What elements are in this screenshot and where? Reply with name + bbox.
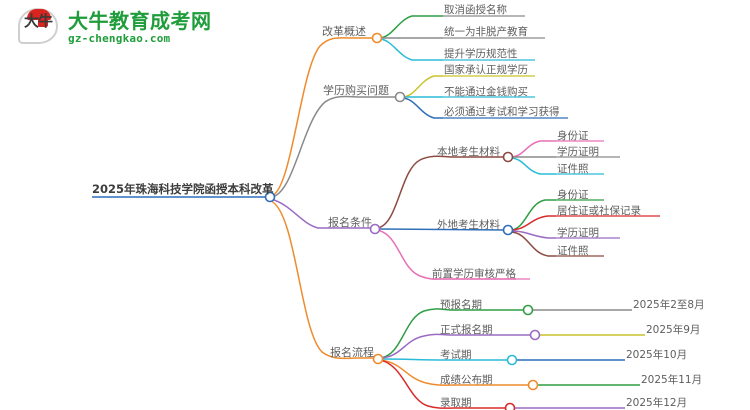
edge-xueli-to-guojia xyxy=(401,75,443,98)
leaf-label-bendi-xuelizhengming[interactable]: 学历证明 xyxy=(557,146,599,158)
edge-root-to-xuelidgoumai xyxy=(270,95,399,198)
edge-liucheng-to-chengji xyxy=(379,359,531,386)
site-logo[interactable]: 大牛 大牛教育成考网 gz-chengkao.com xyxy=(18,6,212,48)
logo-title: 大牛教育成考网 xyxy=(68,8,212,33)
node-circle-bendikaosheng[interactable] xyxy=(502,151,514,163)
node-circle-waidikaosheng[interactable] xyxy=(502,224,514,236)
leaf-label-bendi-shenfenzheng[interactable]: 身份证 xyxy=(557,130,589,142)
leaf-label-tisheng-xueli-guifan[interactable]: 提升学历规范性 xyxy=(444,48,518,60)
leaf-label-waidi-juzhuzheng[interactable]: 居住证或社保记录 xyxy=(557,205,641,217)
edge-tiaojian-to-bendi xyxy=(376,155,506,229)
node-circle-luqu[interactable] xyxy=(504,402,516,410)
leaf-label-bu-neng-goumai[interactable]: 不能通过金钱购买 xyxy=(444,86,528,98)
branch-label-luquqi[interactable]: 录取期 xyxy=(440,397,472,409)
edge-xueli-to-bixu xyxy=(401,97,443,119)
node-circle-root[interactable] xyxy=(264,191,276,203)
edge-liucheng-to-zhengshibaoming xyxy=(379,333,533,359)
logo-mark-char: 大牛 xyxy=(23,12,53,30)
leaf-label-tongyi-fei-tuochan[interactable]: 统一为非脱产教育 xyxy=(444,26,528,38)
branch-label-chengjigongbuqi[interactable]: 成绩公布期 xyxy=(440,374,493,386)
root-node-label[interactable]: 2025年珠海科技学院函授本科改革 xyxy=(92,182,274,196)
node-circle-baomingliucheng[interactable] xyxy=(372,353,384,365)
leaf-label-bixu-kaoshi[interactable]: 必须通过考试和学习获得 xyxy=(444,106,560,118)
edge-root-to-baomingtiaojian xyxy=(270,198,374,229)
logo-mark-icon: 大牛 xyxy=(18,6,62,48)
branch-label-kaoshiqi[interactable]: 考试期 xyxy=(440,349,472,361)
branch-label-zhengshibaomingqi[interactable]: 正式报名期 xyxy=(440,324,493,336)
leaf-label-bendi-zhengjianzhao[interactable]: 证件照 xyxy=(557,163,589,175)
node-circle-baomingtiaojian[interactable] xyxy=(369,223,381,235)
branch-label-baomingtiaojian[interactable]: 报名条件 xyxy=(328,216,372,229)
branch-label-gaigegaishu[interactable]: 改革概述 xyxy=(322,25,366,38)
leaf-label-chengji-date[interactable]: 2025年11月 xyxy=(641,374,703,386)
edge-waidi-to-zhengjianzhao xyxy=(509,231,556,257)
node-circle-kaoshiqi[interactable] xyxy=(506,354,518,366)
leaf-label-waidi-shenfenzheng[interactable]: 身份证 xyxy=(557,189,589,201)
logo-subtitle: gz-chengkao.com xyxy=(68,31,171,45)
edge-bendi-to-shenfenzheng xyxy=(509,140,556,158)
leaf-label-luqu-date[interactable]: 2025年12月 xyxy=(626,397,688,409)
edge-waidi-to-juzhuzheng xyxy=(509,215,556,231)
edge-gaigegaishu-to-tisheng xyxy=(378,38,443,61)
leaf-label-qianzhi-xueli-shenhe[interactable]: 前置学历审核严格 xyxy=(432,268,516,280)
edge-waidi-to-shenfenzheng xyxy=(509,199,556,231)
leaf-label-waidi-zhengjianzhao[interactable]: 证件照 xyxy=(557,245,589,257)
edge-liucheng-to-yubaoming xyxy=(379,308,526,359)
leaf-label-waidi-xuelizhengming[interactable]: 学历证明 xyxy=(557,227,599,239)
leaf-label-quxiao-hanshou-mingcheng[interactable]: 取消函授名称 xyxy=(444,4,507,16)
edge-tiaojian-to-waidi xyxy=(376,228,507,231)
leaf-label-yubaoming-date[interactable]: 2025年2至8月 xyxy=(633,299,705,311)
edge-waidi-to-xuelizhengming xyxy=(509,230,556,239)
branch-label-bendikaosheng[interactable]: 本地考生材料 xyxy=(437,146,500,158)
edge-liucheng-to-luqu xyxy=(379,359,508,409)
edge-liucheng-to-kaoshiqi xyxy=(379,358,510,361)
node-circle-yubaoming[interactable] xyxy=(522,304,534,316)
leaf-label-zhengshibaoming-date[interactable]: 2025年9月 xyxy=(646,324,701,336)
node-circle-chengjigongbu[interactable] xyxy=(527,379,539,391)
node-circle-xueligoumai[interactable] xyxy=(394,91,406,103)
leaf-label-kaoshi-date[interactable]: 2025年10月 xyxy=(626,349,688,361)
edge-gaigegaishu-to-quxiao xyxy=(378,15,443,39)
branch-label-xueligoumai[interactable]: 学历购买问题 xyxy=(323,84,389,97)
edge-root-to-gaigegaishu xyxy=(270,37,376,197)
branch-label-baomingliucheng[interactable]: 报名流程 xyxy=(330,346,374,359)
node-circle-zhengshibaoming[interactable] xyxy=(529,329,541,341)
node-circle-gaigegaishu[interactable] xyxy=(371,32,383,44)
edge-root-to-baomingliucheng xyxy=(270,200,377,360)
leaf-label-guojia-chengren[interactable]: 国家承认正规学历 xyxy=(444,64,528,76)
edge-bendi-to-zhengjianzhao xyxy=(509,157,556,175)
branch-label-waidikaosheng[interactable]: 外地考生材料 xyxy=(437,219,500,231)
branch-label-yubaomingqi[interactable]: 预报名期 xyxy=(440,299,482,311)
